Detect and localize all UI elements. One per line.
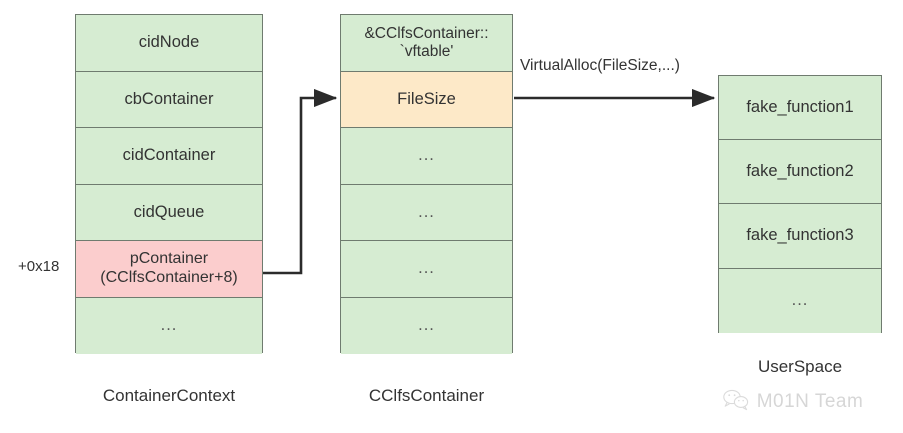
field-ellipsis: ... — [341, 128, 512, 185]
field-fake-function1: fake_function1 — [719, 76, 881, 141]
field-label: fake_function3 — [746, 226, 854, 245]
wechat-icon — [722, 388, 750, 417]
field-vftable: &CClfsContainer:: `vftable' — [341, 15, 512, 72]
field-cbcontainer: cbContainer — [76, 71, 262, 128]
field-label: cidNode — [138, 33, 200, 52]
field-label: cbContainer — [124, 89, 214, 108]
field-label-line2: (CClfsContainer+8) — [100, 268, 238, 286]
field-filesize: FileSize — [341, 71, 512, 128]
caption-cclfs-container: CClfsContainer — [368, 386, 485, 405]
field-label-line1: &CClfsContainer:: — [364, 24, 489, 42]
field-ellipsis: ... — [341, 184, 512, 241]
field-label: FileSize — [397, 89, 456, 108]
field-ellipsis: ... — [719, 268, 881, 333]
field-fake-function3: fake_function3 — [719, 204, 881, 269]
field-label: fake_function1 — [746, 98, 854, 117]
field-label: cidContainer — [122, 146, 216, 165]
ellipsis-label: ... — [418, 202, 435, 221]
ellipsis-label: ... — [791, 291, 809, 310]
field-label-line2: `vftable' — [399, 42, 454, 60]
watermark-text: M01N Team — [756, 391, 864, 412]
struct-container-context: cidNode cbContainer cidContainer cidQueu… — [75, 14, 263, 354]
connector-label-virtualalloc: VirtualAlloc(FileSize,...) — [520, 57, 680, 74]
field-pcontainer: pContainer (CClfsContainer+8) — [76, 241, 262, 298]
offset-label-0x18: +0x18 — [18, 258, 60, 275]
field-cidqueue: cidQueue — [76, 184, 262, 241]
field-label: cidQueue — [133, 202, 205, 221]
ellipsis-label: ... — [418, 259, 435, 278]
field-fake-function2: fake_function2 — [719, 140, 881, 205]
connector-pcontainer-to-filesize — [263, 88, 338, 275]
field-label-line1: pContainer — [129, 250, 209, 268]
caption-user-space: UserSpace — [757, 357, 843, 376]
struct-user-space: fake_function1 fake_function2 fake_funct… — [718, 75, 882, 333]
caption-container-context: ContainerContext — [102, 386, 236, 405]
field-ellipsis: ... — [341, 241, 512, 298]
watermark: M01N Team — [700, 385, 885, 419]
field-cidnode: cidNode — [76, 15, 262, 72]
field-cidcontainer: cidContainer — [76, 128, 262, 185]
struct-cclfs-container: &CClfsContainer:: `vftable' FileSize ...… — [340, 14, 513, 354]
field-ellipsis: ... — [341, 297, 512, 354]
field-ellipsis: ... — [76, 297, 262, 354]
ellipsis-label: ... — [160, 316, 178, 335]
field-label: fake_function2 — [746, 162, 854, 181]
ellipsis-label: ... — [418, 316, 435, 335]
ellipsis-label: ... — [418, 146, 435, 165]
